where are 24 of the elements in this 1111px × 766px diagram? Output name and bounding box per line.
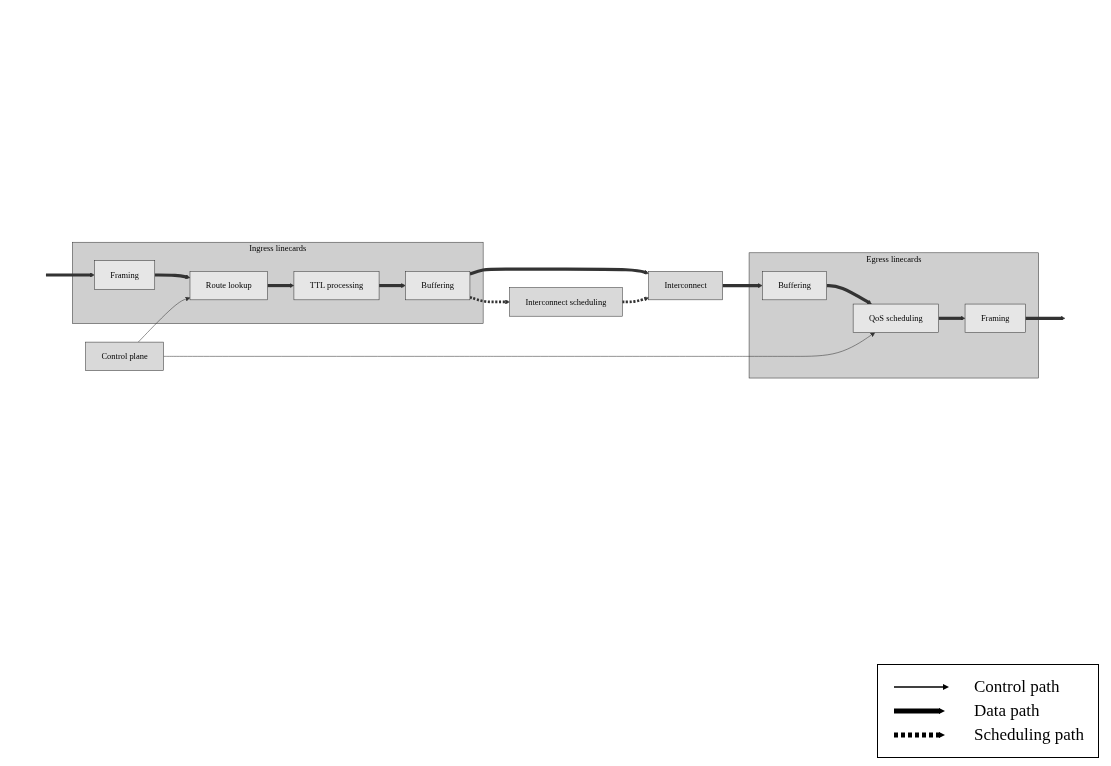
arrow	[154, 273, 191, 279]
arrow	[469, 295, 510, 305]
node-box: Interconnect scheduling	[509, 287, 623, 317]
arrow	[722, 283, 763, 288]
arrow	[267, 283, 295, 288]
arrow	[622, 296, 649, 304]
node-box: QoS scheduling	[852, 303, 939, 333]
legend-label: Data path	[974, 701, 1040, 721]
arrow	[1025, 315, 1066, 321]
node-box: Buffering	[762, 270, 827, 300]
arrow	[938, 315, 966, 321]
node-box: Route lookup	[189, 270, 268, 300]
arrow	[826, 283, 872, 305]
node-box: Control plane	[85, 341, 164, 371]
arrow	[45, 272, 95, 278]
arrow	[469, 267, 649, 276]
node-box: TTL processing	[293, 270, 380, 300]
node-box: Buffering	[405, 270, 471, 300]
legend-label: Control path	[974, 677, 1060, 697]
node-box: Framing	[94, 260, 156, 290]
node-box: Interconnect	[648, 270, 723, 300]
node-box: Framing	[964, 303, 1026, 333]
arrow	[379, 283, 406, 288]
legend-label: Scheduling path	[974, 725, 1084, 745]
